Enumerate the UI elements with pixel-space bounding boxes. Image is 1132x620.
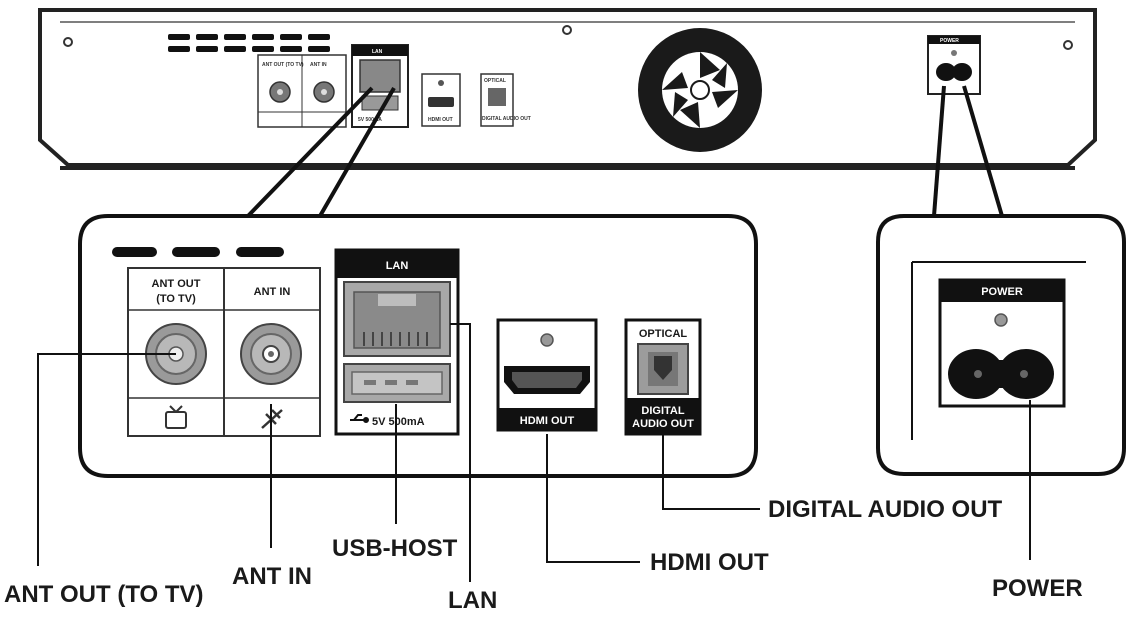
rear-optical-block: OPTICAL DIGITAL AUDIO OUT — [480, 73, 531, 127]
screw-icon — [1063, 40, 1073, 50]
rear-optical-label: OPTICAL — [484, 78, 506, 84]
rear-hdmi-block: HDMI OUT — [421, 73, 461, 127]
optical-port-label: OPTICAL — [639, 328, 688, 340]
callout-ant-out: ANT OUT (TO TV) — [4, 581, 204, 608]
usb-port[interactable] — [343, 363, 451, 403]
ant-out-label-line2: (TO TV) — [156, 293, 196, 305]
rear-ant-out-label: ANT OUT (TO TV) — [262, 62, 304, 68]
rear-antenna-block: ANT OUT (TO TV) ANT IN — [257, 54, 347, 128]
callout-labels: ANT OUT (TO TV) ANT IN USB-HOST LAN HDMI… — [4, 496, 1083, 614]
hdmi-screw-icon — [540, 333, 554, 347]
power-port[interactable] — [948, 349, 1054, 399]
cooling-fan-icon — [638, 28, 762, 152]
screw-icon — [63, 37, 73, 47]
rear-usb-label: 5V 500mA — [358, 117, 382, 123]
lan-port[interactable] — [343, 281, 451, 357]
leader-lines — [37, 323, 1031, 582]
ant-out-label-line1: ANT OUT — [152, 278, 201, 290]
callout-usb-host: USB-HOST — [332, 535, 458, 562]
zoom-guide-lines — [246, 85, 1004, 218]
optical-port-block: OPTICAL DIGITAL AUDIO OUT — [624, 318, 702, 436]
tv-icon — [165, 405, 187, 429]
hdmi-port-block: HDMI OUT — [496, 318, 598, 432]
ant-in-port[interactable] — [240, 323, 302, 385]
lan-usb-port-block: LAN — [334, 248, 460, 436]
rear-panel: ANT OUT (TO TV) ANT IN LAN 5V 500mA HDMI… — [38, 8, 1097, 170]
zoom-panel-left: ANT OUT (TO TV) ANT IN — [78, 214, 758, 478]
ant-in-label: ANT IN — [254, 286, 291, 298]
screw-icon — [562, 25, 572, 35]
optical-port[interactable] — [637, 343, 689, 395]
rear-power-block: POWER — [927, 35, 981, 95]
callout-hdmi-out: HDMI OUT — [650, 549, 769, 576]
digital-audio-label-line2: AUDIO OUT — [632, 418, 694, 430]
power-port-label: POWER — [981, 286, 1023, 298]
callout-digital-audio-out: DIGITAL AUDIO OUT — [768, 496, 1003, 523]
zoom-panel-right: POWER — [876, 214, 1126, 476]
digital-audio-label-line1: DIGITAL — [641, 405, 684, 417]
rear-lan-label: LAN — [372, 49, 383, 55]
power-screw-icon — [994, 313, 1008, 327]
hdmi-port-label: HDMI OUT — [520, 415, 575, 427]
callout-ant-in: ANT IN — [232, 563, 312, 590]
hdmi-port[interactable] — [504, 366, 590, 394]
usb-port-label: 5V 500mA — [372, 416, 425, 428]
rear-hdmi-label: HDMI OUT — [428, 117, 453, 123]
callout-power: POWER — [992, 575, 1083, 602]
rear-ant-in-label: ANT IN — [310, 62, 327, 68]
rear-digital-label: DIGITAL AUDIO OUT — [482, 116, 531, 122]
antenna-port-block: ANT OUT (TO TV) ANT IN — [127, 267, 321, 437]
zoom-vent-slots — [112, 247, 284, 257]
usb-symbol-icon — [350, 414, 369, 423]
rear-lan-block: LAN 5V 500mA — [351, 44, 409, 128]
vent-slots — [168, 34, 330, 52]
lan-port-label: LAN — [386, 260, 409, 272]
callout-lan: LAN — [448, 587, 497, 614]
rear-power-label: POWER — [940, 38, 959, 44]
power-port-block: POWER — [938, 278, 1066, 408]
